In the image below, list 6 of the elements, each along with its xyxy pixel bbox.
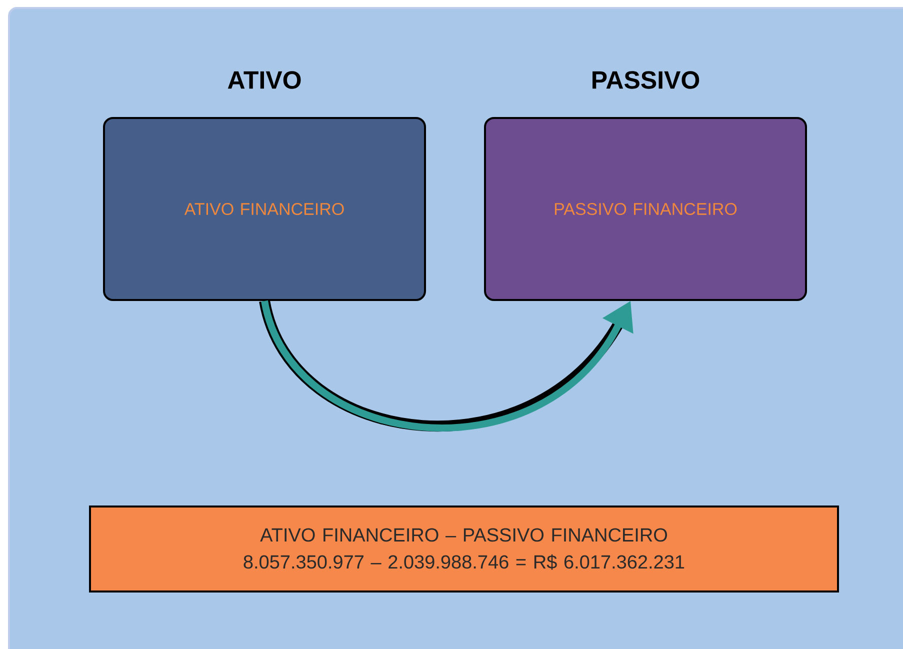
column-heading: ATIVO: [228, 71, 301, 89]
account-box: ATIVO FINANCEIRO: [103, 117, 426, 301]
curved-arrow: [259, 299, 634, 432]
result-box: ATIVO FINANCEIRO – PASSIVO FINANCEIRO 8.057.350.977 – 2.039.988.746 = R$ 6.017.362.231: [89, 506, 839, 592]
column-heading: PASSIVO: [592, 71, 700, 89]
account-box: PASSIVO FINANCEIRO: [484, 117, 807, 301]
